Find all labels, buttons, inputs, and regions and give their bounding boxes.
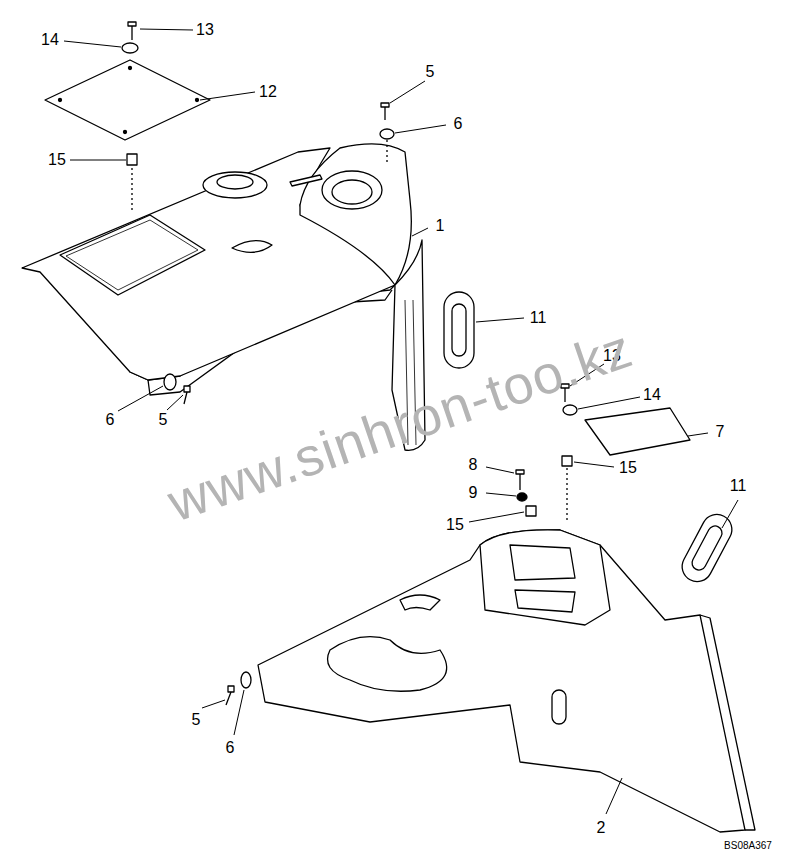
- callout-number: 2: [597, 820, 606, 836]
- callout-number: 12: [259, 84, 277, 100]
- callout-number: 15: [446, 517, 464, 533]
- watermark: www.sinhron-too.kz: [161, 320, 638, 529]
- callout-number: 14: [643, 387, 661, 403]
- callout-number: 9: [469, 485, 478, 501]
- callout-number: 5: [192, 712, 201, 728]
- callout-number: 15: [619, 460, 637, 476]
- callout-number: 1: [436, 218, 445, 234]
- drawing-code: BS08A367: [724, 841, 772, 851]
- callout-number: 11: [730, 478, 747, 494]
- callout-number: 13: [196, 22, 214, 38]
- callout-number: 7: [716, 424, 725, 440]
- callout-number: 11: [530, 310, 547, 326]
- callout-number: 15: [48, 152, 66, 168]
- callout-number: 5: [159, 412, 168, 428]
- callout-number: 6: [106, 412, 115, 428]
- callout-number: 6: [454, 116, 463, 132]
- callout-number: 5: [426, 64, 435, 80]
- callout-number: 6: [226, 740, 235, 756]
- callout-number: 8: [469, 457, 478, 473]
- callout-number: 14: [41, 32, 59, 48]
